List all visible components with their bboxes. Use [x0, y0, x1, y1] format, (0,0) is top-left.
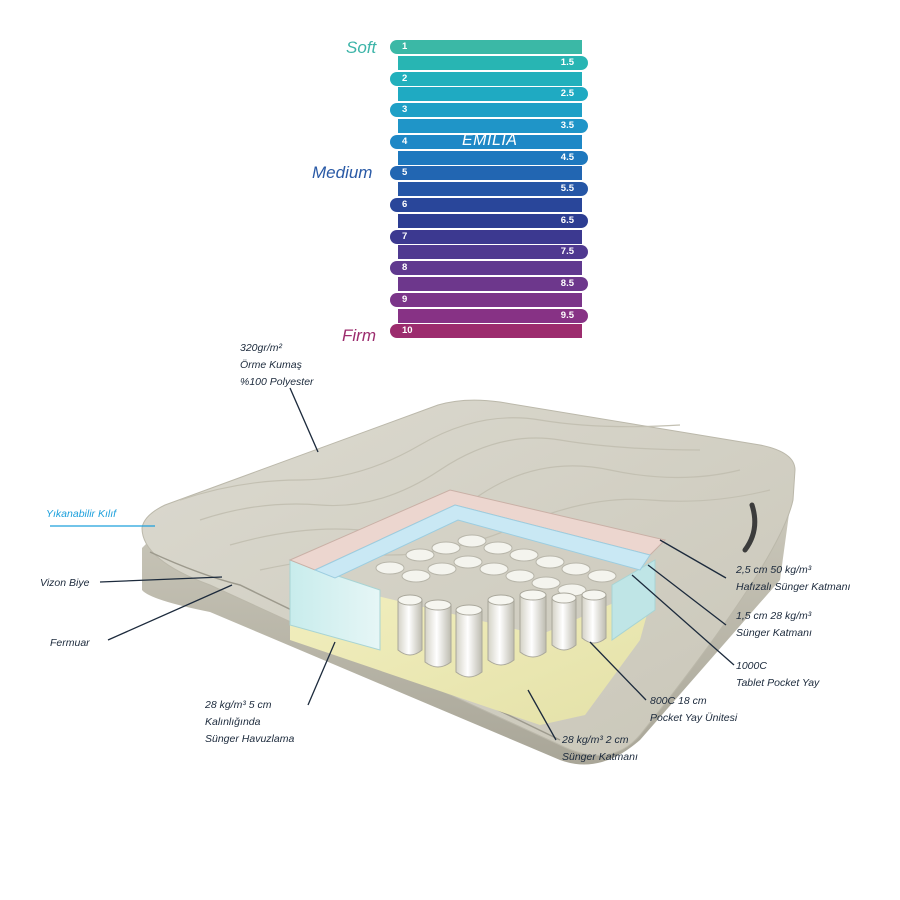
firmness-level-label: 6: [402, 199, 408, 210]
firmness-level-6: 6: [390, 198, 582, 212]
firmness-level-label: 3: [402, 104, 408, 116]
firmness-level-label: 7.5: [560, 246, 574, 258]
firmness-level-1: 1: [390, 40, 582, 54]
firmness-level-7: 7: [390, 229, 582, 244]
firmness-level-label: 1: [402, 41, 408, 52]
washable-cover-text: Yıkanabilir Kılıf: [46, 508, 117, 520]
medium-label: Medium: [312, 163, 373, 182]
firmness-level-4: 4: [390, 134, 582, 149]
pocket-spring-unit: [397, 589, 607, 678]
firmness-level-3-5: 3.5: [398, 119, 588, 133]
product-name-emilia: EMILIA: [462, 132, 518, 149]
bottom-foam-callout: 28 kg/m³ 2 cm Sünger Katmanı: [562, 732, 638, 766]
firmness-level-label: 4.5: [560, 151, 574, 163]
firmness-level-9: 9: [390, 292, 582, 307]
firmness-level-label: 4: [402, 135, 408, 147]
foam-frame-wall: [289, 559, 381, 651]
firmness-level-2: 2: [390, 71, 582, 86]
memory-foam-line-1: 2,5 cm 50 kg/m³: [736, 564, 812, 576]
foam-layer-line-1: 1,5 cm 28 kg/m³: [736, 610, 812, 622]
firmness-level-1-5: 1.5: [398, 55, 588, 70]
piping-callout: Vizon Biye: [40, 575, 89, 592]
firmness-level-label: 5: [402, 167, 408, 179]
bottom-foam-line-2: Sünger Katmanı: [562, 751, 638, 763]
firmness-level-4-5: 4.5: [398, 150, 588, 165]
fabric-material: %100 Polyester: [240, 376, 314, 388]
memory-foam-callout: 2,5 cm 50 kg/m³ Hafızalı Sünger Katmanı: [736, 562, 850, 596]
firmness-level-label: 9: [402, 293, 408, 305]
firmness-level-label: 2.5: [560, 88, 574, 100]
firmness-level-label: 5.5: [560, 183, 574, 195]
firmness-level-10: 10: [390, 324, 582, 339]
firmness-level-9-5: 9.5: [398, 308, 588, 323]
firmness-level-label: 8: [402, 262, 408, 274]
firmness-level-label: 7: [402, 230, 408, 242]
soft-label: Soft: [346, 38, 377, 57]
foam-frame-line-2: Kalınlığında: [205, 716, 261, 728]
firmness-level-8-5: 8.5: [398, 277, 588, 291]
foam-layer-line-2: Sünger Katmanı: [736, 627, 812, 639]
foam-frame-callout: 28 kg/m³ 5 cm Kalınlığında Sünger Havuzl…: [205, 697, 294, 748]
tablet-springs-line-2: Tablet Pocket Yay: [736, 677, 820, 689]
foam-frame-line-1: 28 kg/m³ 5 cm: [205, 699, 272, 711]
firm-label: Firm: [342, 326, 376, 345]
memory-foam-line-2: Hafızalı Sünger Katmanı: [736, 581, 851, 593]
firmness-level-label: 1.5: [560, 56, 574, 68]
firmness-level-label: 9.5: [560, 309, 574, 321]
pocket-springs-line-2: Pocket Yay Ünitesi: [650, 712, 738, 724]
firmness-level-7-5: 7.5: [398, 245, 588, 260]
mattress-top-cover: [141, 399, 796, 756]
firmness-level-5-5: 5.5: [398, 182, 588, 197]
firmness-level-2-5: 2.5: [398, 87, 588, 102]
zipper-text: Fermuar: [50, 637, 90, 649]
pocket-springs-line-1: 800C 18 cm: [650, 695, 707, 707]
piping-text: Vizon Biye: [40, 577, 90, 589]
callout-leader-lines: [99, 387, 735, 741]
zipper-line: [149, 551, 561, 741]
tablet-spring-layer: [375, 534, 617, 597]
washable-cover-callout: Yıkanabilir Kılıf: [46, 506, 116, 523]
tablet-springs-callout: 1000C Tablet Pocket Yay: [736, 658, 819, 692]
firmness-level-label: 2: [402, 72, 408, 84]
firmness-level-label: 3.5: [560, 120, 574, 131]
zipper-callout: Fermuar: [50, 635, 90, 652]
firmness-level-label: 6.5: [560, 214, 574, 226]
zipper-pull-strap: [742, 502, 758, 553]
firmness-level-8: 8: [390, 261, 582, 276]
tablet-springs-line-1: 1000C: [736, 660, 767, 672]
foam-layer-blue: [313, 504, 651, 579]
firmness-level-3: 3: [390, 103, 582, 118]
firmness-level-label: 8.5: [560, 278, 574, 289]
foam-frame-line-3: Sünger Havuzlama: [205, 733, 295, 745]
firmness-level-6-5: 6.5: [398, 213, 588, 228]
fabric-weight: 320gr/m²: [240, 342, 283, 354]
pocket-springs-callout: 800C 18 cm Pocket Yay Ünitesi: [650, 693, 737, 727]
firmness-level-label: 10: [402, 325, 413, 337]
firmness-level-5: 5: [390, 166, 582, 181]
fabric-type: Örme Kumaş: [240, 359, 302, 371]
foam-layer-callout: 1,5 cm 28 kg/m³ Sünger Katmanı: [736, 608, 812, 642]
fabric-callout: 320gr/m² Örme Kumaş %100 Polyester: [240, 340, 314, 391]
bottom-foam-line-1: 28 kg/m³ 2 cm: [562, 734, 629, 746]
